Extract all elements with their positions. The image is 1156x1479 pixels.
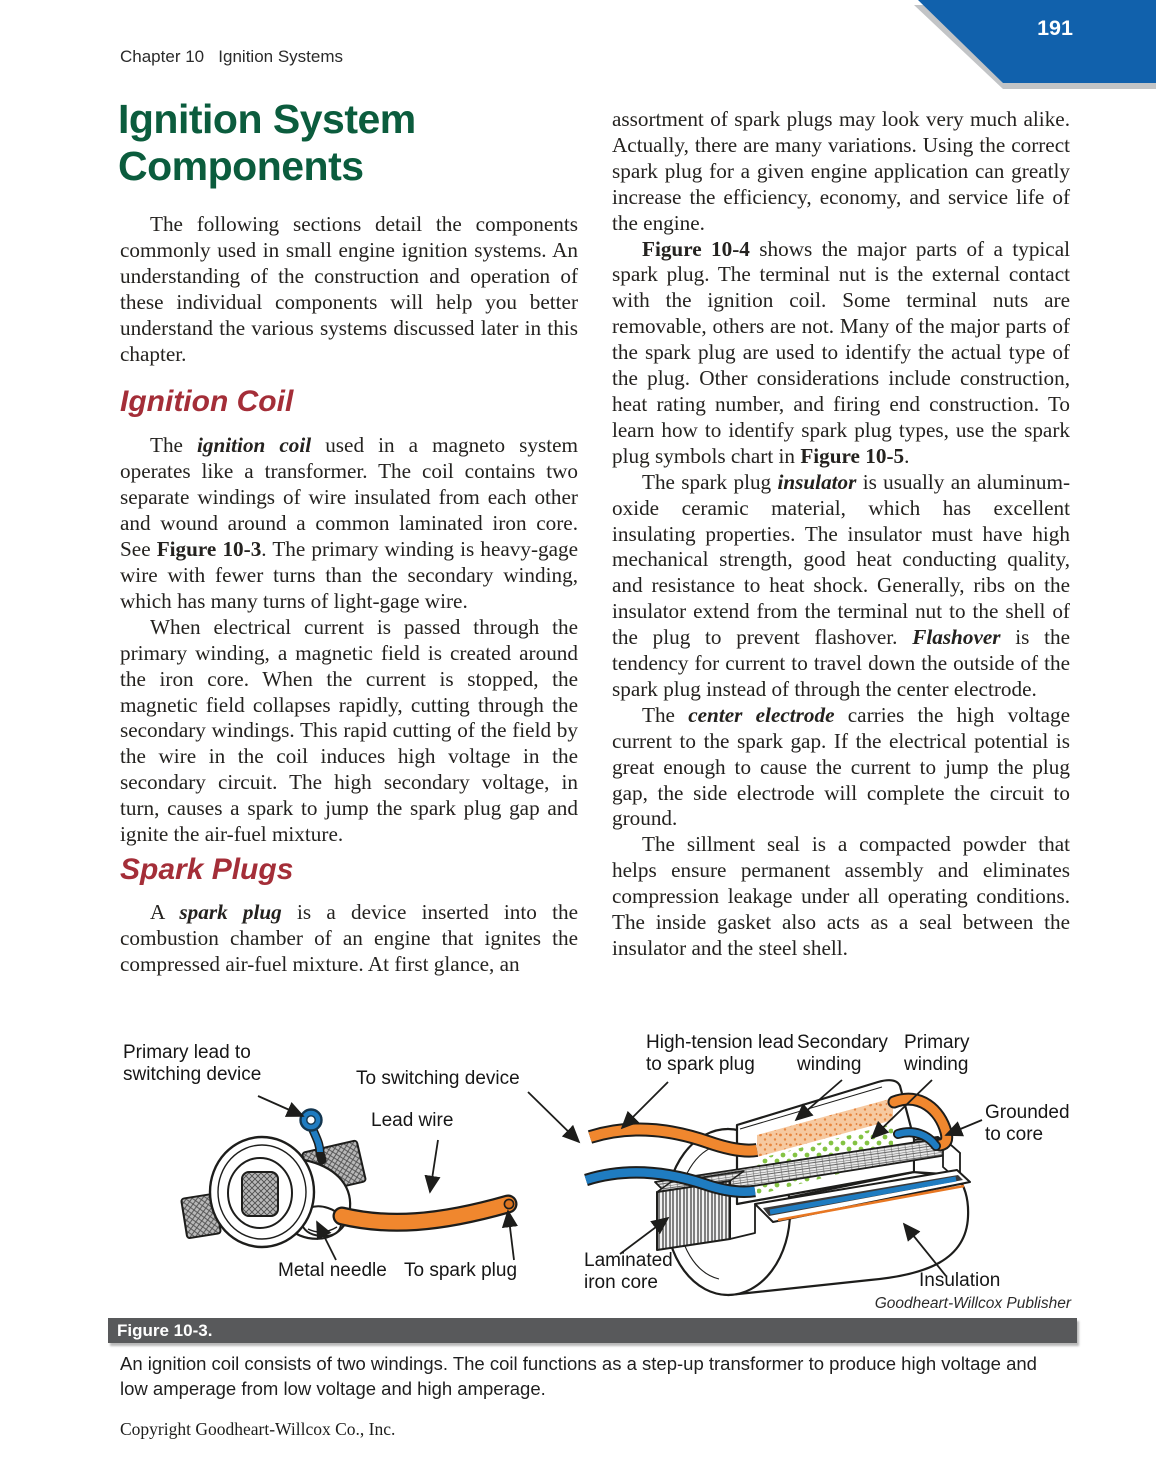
chapter-header: Chapter 10 Ignition Systems [120,47,344,66]
callout-arrows [257,1079,983,1277]
paragraph: The following sections detail the compon… [120,212,578,366]
ignition-coil-diagram [180,1079,983,1297]
paragraph: assortment of spark plugs may look very … [612,107,1070,235]
copyright-footer: Copyright Goodheart-Willcox Co., Inc. [120,1419,396,1439]
page-number: 191 [1037,16,1073,40]
left-column: The following sections detail the compon… [120,196,578,978]
page-number-tab: 191 [918,0,1156,83]
paragraph: The spark plug insulator is usually an a… [612,469,1070,701]
lead-wire [334,1196,516,1230]
label-to-switching-device: To switching device [356,1068,520,1089]
channel-blue-wire [769,1176,957,1215]
paragraph: When electrical current is passed throug… [120,614,578,847]
label-high-tension-lead: High-tension lead to spark plug [646,1032,794,1075]
right-column: assortment of spark plugs may look very … [612,107,1070,962]
paragraph: The ignition coil used in a magneto syst… [120,433,578,613]
heading-ignition-coil: Ignition Coil [120,385,294,419]
label-secondary-winding: Secondary winding [797,1032,888,1075]
paragraph: The sillment seal is a compacted powder … [612,832,1070,960]
label-to-spark-plug: To spark plug [404,1260,518,1281]
secondary-winding-band [757,1098,893,1157]
figure-credit: Goodheart-Willcox Publisher [874,1295,1071,1312]
label-primary-winding: Primary winding [904,1032,970,1075]
channel-orange-wire [777,1184,965,1222]
label-grounded-to-core: Grounded to core [985,1102,1070,1145]
figure-caption-bar: Figure 10-3. [108,1318,1077,1343]
page-title: Ignition System Components [118,96,416,189]
label-metal-needle: Metal needle [278,1260,387,1281]
grounded-blue-wire [894,1128,940,1150]
primary-lead-wire-blue [584,1168,756,1196]
figure-caption-text: An ignition coil consists of two winding… [120,1353,1037,1399]
paragraph: Figure 10-4 shows the major parts of a t… [612,236,1070,468]
figure-caption-label: Figure 10-3. [117,1321,213,1340]
ring-terminal-stem [310,1128,323,1153]
label-lead-wire: Lead wire [371,1110,454,1131]
high-tension-lead-wire [588,1124,758,1156]
label-primary-lead: Primary lead to switching device [123,1042,262,1085]
coil-cutaway-drawing [584,1079,971,1297]
paragraph: A spark plug is a device inserted into t… [120,899,578,976]
core-window [241,1171,279,1217]
coil-housing-drawing [180,1108,518,1249]
figure-10-3-illustration: Primary lead to switching device To swit… [108,1032,1078,1318]
label-insulation: Insulation [919,1270,1001,1291]
label-laminated-iron-core: Laminated iron core [584,1250,673,1293]
heading-spark-plugs: Spark Plugs [120,852,294,886]
paragraph: The center electrode carries the high vo… [612,702,1070,831]
